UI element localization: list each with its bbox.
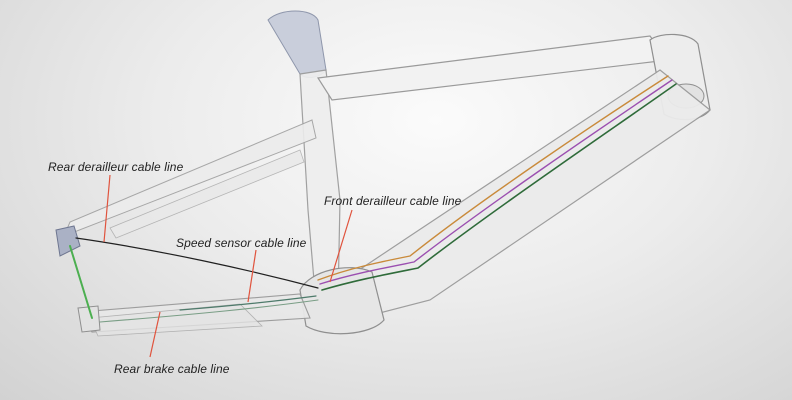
leader-speed-sensor: [247, 249, 257, 303]
rear-dropout: [55, 225, 81, 257]
leader-rear-derailleur: [103, 174, 111, 243]
cable-rear-brake: [99, 299, 319, 323]
leader-front-derailleur: [329, 209, 353, 283]
cable-purple: [319, 79, 673, 285]
cable-speed-sensor: [179, 295, 317, 311]
cable-orange: [317, 75, 669, 281]
cable-green: [321, 83, 677, 291]
bicycle-frame: [55, 10, 712, 337]
brake-hose: [69, 245, 93, 319]
label-front-derailleur-cable: Front derailleur cable line: [324, 194, 462, 208]
cable-rear-derailleur: [75, 237, 319, 289]
seat-mast-top: [267, 10, 327, 78]
label-rear-brake-cable: Rear brake cable line: [114, 362, 230, 376]
leader-rear-brake: [149, 311, 161, 358]
label-speed-sensor-cable: Speed sensor cable line: [176, 236, 307, 250]
lower-dropout: [77, 305, 101, 333]
top-tube: [316, 35, 670, 101]
label-rear-derailleur-cable: Rear derailleur cable line: [48, 160, 184, 174]
leader-lines: [103, 174, 353, 358]
cable-routing: [69, 75, 677, 323]
seat-stay: [63, 119, 317, 237]
seat-stay-inner: [109, 149, 305, 239]
